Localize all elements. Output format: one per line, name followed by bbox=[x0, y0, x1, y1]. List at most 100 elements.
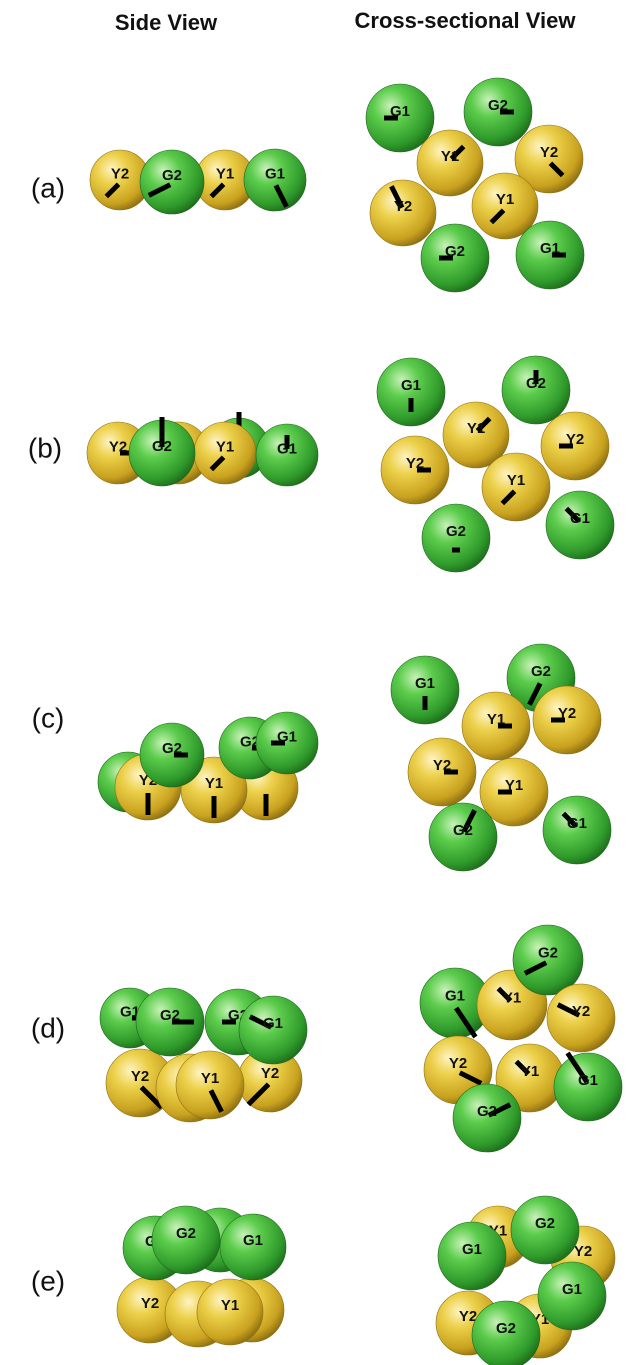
side-bead-sphere bbox=[139, 722, 205, 788]
cross-bead-label: G2 bbox=[538, 945, 558, 962]
cross-bead-sphere bbox=[428, 802, 498, 872]
cross-bead: G2 bbox=[471, 1300, 541, 1365]
cross-bead-label: Y2 bbox=[558, 705, 576, 722]
cross-bead-sphere bbox=[380, 435, 450, 505]
cross-bead: Y2 bbox=[532, 685, 602, 755]
row-label: (b) bbox=[28, 432, 62, 463]
side-bead: G1 bbox=[238, 995, 308, 1065]
cross-bead-label: Y2 bbox=[574, 1243, 592, 1260]
cross-bead-sphere bbox=[416, 129, 484, 197]
side-bead-label: G1 bbox=[277, 440, 297, 457]
side-bead-label: Y2 bbox=[131, 1068, 149, 1085]
cross-bead: Y2 bbox=[369, 179, 437, 247]
cross-bead-sphere bbox=[463, 77, 533, 147]
side-bead-label: G2 bbox=[162, 740, 182, 757]
side-bead-label: G1 bbox=[120, 1004, 140, 1021]
cross-bead: Y2 bbox=[540, 411, 610, 481]
cross-bead-sphere bbox=[471, 1300, 541, 1365]
side-bead-label: G1 bbox=[263, 1015, 283, 1032]
cross-bead-orientation-stick bbox=[449, 144, 466, 161]
cross-bead: G1 bbox=[419, 967, 491, 1039]
side-bead-label: G2 bbox=[160, 1007, 180, 1024]
side-bead-label: G1 bbox=[277, 728, 297, 745]
cross-bead-sphere bbox=[481, 452, 551, 522]
cross-bead-label: Y2 bbox=[566, 431, 584, 448]
cross-bead-label: G1 bbox=[462, 1241, 482, 1258]
side-bead: Y1 bbox=[194, 149, 256, 211]
row-label: (a) bbox=[31, 172, 65, 203]
cross-bead-label: G2 bbox=[496, 1320, 516, 1337]
cross-bead-sphere bbox=[471, 172, 539, 240]
side-bead-label: G1 bbox=[265, 165, 285, 182]
cross-bead: Y1 bbox=[481, 452, 551, 522]
cross-bead-label: Y2 bbox=[572, 1003, 590, 1020]
cross-bead-orientation-stick bbox=[527, 682, 543, 706]
side-bead-label: Y1 bbox=[205, 775, 223, 792]
side-bead-sphere bbox=[255, 423, 319, 487]
side-bead-label: Y1 bbox=[216, 438, 234, 455]
cross-bead: Y2 bbox=[546, 983, 616, 1053]
cross-bead-sphere bbox=[461, 691, 531, 761]
cross-bead: G1 bbox=[376, 357, 446, 427]
cross-bead-orientation-stick bbox=[475, 416, 492, 433]
side-bead: G1 bbox=[255, 423, 319, 487]
side-bead: Y1 bbox=[175, 1050, 245, 1120]
side-bead-label: Y1 bbox=[216, 166, 234, 183]
cross-bead: G2 bbox=[428, 802, 498, 872]
side-bead: G2 bbox=[139, 149, 205, 215]
cross-bead-orientation-stick bbox=[500, 489, 517, 506]
cross-bead-orientation-stick bbox=[523, 960, 548, 976]
cross-bead-sphere bbox=[515, 220, 585, 290]
side-view-cluster: Y2 Y1 G2 G1 bbox=[89, 148, 307, 215]
side-bead: Y2 bbox=[89, 149, 151, 211]
cross-bead-sphere bbox=[421, 503, 491, 573]
cross-bead: Y1 bbox=[416, 129, 484, 197]
cross-bead-sphere bbox=[442, 401, 510, 469]
cross-bead: Y1 bbox=[479, 757, 549, 827]
cross-bead: G1 bbox=[545, 490, 615, 560]
cross-bead: G2 bbox=[501, 355, 571, 425]
cross-bead: G1 bbox=[515, 220, 585, 290]
cross-bead-label: Y2 bbox=[459, 1308, 477, 1325]
side-bead-orientation-stick bbox=[246, 1082, 271, 1107]
cross-bead-label: G2 bbox=[453, 822, 473, 839]
side-bead-orientation-stick bbox=[208, 1089, 224, 1113]
side-bead-label: G1 bbox=[243, 1232, 263, 1249]
cross-bead-label: G1 bbox=[415, 675, 435, 692]
cross-bead-sphere bbox=[369, 179, 437, 247]
cross-bead: Y2 bbox=[407, 737, 477, 807]
cross-bead-sphere bbox=[510, 1195, 580, 1265]
cross-bead-label: Y1 bbox=[496, 191, 514, 208]
cross-bead: G2 bbox=[420, 223, 490, 293]
cross-bead-orientation-stick bbox=[458, 1070, 483, 1086]
cross-bead-sphere bbox=[365, 83, 435, 153]
cross-bead-sphere bbox=[452, 1083, 522, 1153]
cross-bead-label: Y1 bbox=[505, 777, 523, 794]
cross-bead: G2 bbox=[512, 924, 584, 996]
cross-bead-sphere bbox=[437, 1221, 507, 1291]
side-bead-sphere bbox=[175, 1050, 245, 1120]
cross-bead-sphere bbox=[512, 924, 584, 996]
cross-bead: G1 bbox=[437, 1221, 507, 1291]
side-bead: G1 bbox=[219, 1213, 287, 1281]
cross-bead-label: Y1 bbox=[507, 472, 525, 489]
row-label: (c) bbox=[32, 702, 65, 733]
cross-bead-orientation-stick bbox=[561, 811, 578, 828]
cross-bead-sphere bbox=[532, 685, 602, 755]
cross-bead: G1 bbox=[537, 1261, 607, 1331]
cross-bead-sphere bbox=[537, 1261, 607, 1331]
cross-bead-orientation-stick bbox=[564, 506, 581, 523]
cross-bead-label: G2 bbox=[477, 1103, 497, 1120]
side-bead: G2 bbox=[151, 1205, 221, 1275]
cross-bead-sphere bbox=[540, 411, 610, 481]
side-bead-label: G2 bbox=[152, 438, 172, 455]
cross-bead-label: G1 bbox=[567, 815, 587, 832]
side-bead: G1 bbox=[255, 711, 319, 775]
cross-section-heading: Cross-sectional View bbox=[355, 8, 577, 33]
